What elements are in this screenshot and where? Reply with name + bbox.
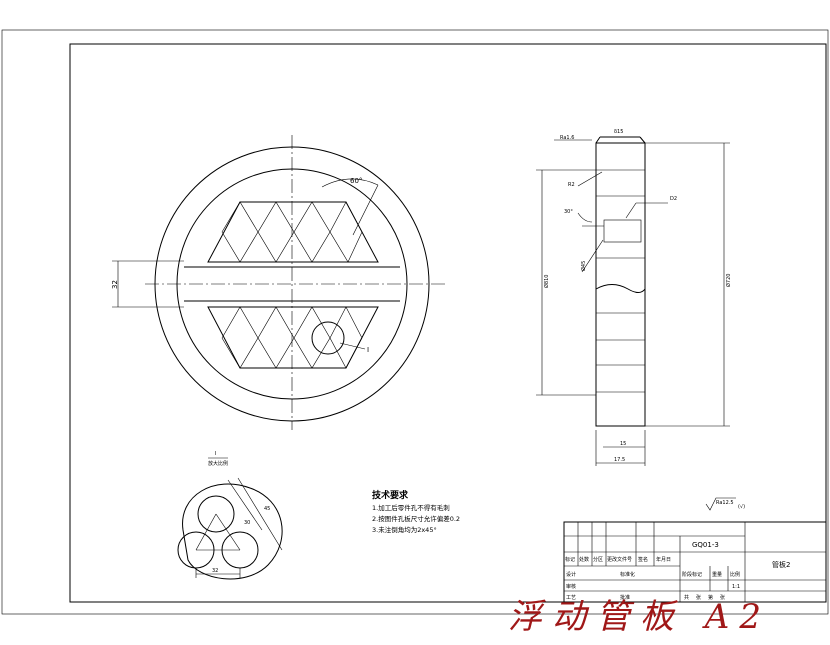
r2-dimension: R2 xyxy=(568,182,575,188)
tech-req-item-3: 3.未注倒角均为2x45° xyxy=(372,525,437,534)
cell-count: 处数 xyxy=(579,556,589,563)
detail-ref-letter: I xyxy=(215,451,216,457)
sheet-total-unit: 张 xyxy=(696,594,701,601)
section-view: δ15 Ra1.6 R2 D2 30° Ø45 Ø810 Ø720 15 17 xyxy=(536,129,732,466)
surface-finish-general: Ra12.5 xyxy=(716,500,734,506)
standardization-label: 标准化 xyxy=(620,571,635,578)
width-175-dimension: 17.5 xyxy=(614,457,625,463)
detail-scale-note: 放大比例 xyxy=(208,460,228,467)
scale-label: 比例 xyxy=(730,571,740,578)
detail-width-32: 32 xyxy=(212,568,218,574)
sheet-total: 共 xyxy=(684,594,689,601)
sheet-index: 第 xyxy=(708,594,713,601)
general-surface-finish: Ra12.5 (√) xyxy=(705,497,745,511)
cell-zone: 分区 xyxy=(593,556,603,563)
part-name: 管板2 xyxy=(772,560,790,569)
tech-req-heading: 技术要求 xyxy=(372,489,409,501)
review-label: 审核 xyxy=(566,583,576,590)
title-block: GQ01-3 管板2 标记 处数 分区 更改文件号 签名 年月日 设计 标准化 … xyxy=(563,521,827,603)
scale-value: 1:1 xyxy=(732,584,740,590)
cell-signature: 签名 xyxy=(638,556,648,563)
detail-view: I 放大比例 32 30 45 xyxy=(177,451,283,580)
cell-mark: 标记 xyxy=(565,556,575,563)
tech-req-item-1: 1.加工后零件孔不得有毛刺 xyxy=(372,503,450,512)
surface-finish-top: Ra1.6 xyxy=(560,135,574,141)
detail-dim-a: 30 xyxy=(244,520,250,526)
stage-label: 阶段标记 xyxy=(682,571,702,578)
inner-diameter-dimension: Ø810 xyxy=(543,275,550,288)
detail-dim-b: 45 xyxy=(264,506,270,512)
angle-60-dimension: 60° xyxy=(350,177,362,185)
outer-border xyxy=(1,29,829,615)
sheet-index-unit: 张 xyxy=(720,594,725,601)
outer-diameter-dimension: Ø720 xyxy=(725,274,732,287)
tech-req-item-2: 2.按图件孔板尺寸允许偏差0.2 xyxy=(372,514,460,523)
designer-label: 设计 xyxy=(566,571,576,578)
surface-finish-suffix: (√) xyxy=(738,504,745,510)
detail-marker-label: I xyxy=(367,346,369,354)
footer-title: 浮动管板 A2 xyxy=(508,597,771,637)
inner-frame xyxy=(69,43,827,603)
weight-label: 重量 xyxy=(712,571,722,578)
technical-requirements: 技术要求 1.加工后零件孔不得有毛刺 2.按图件孔板尺寸允许偏差0.2 3.未注… xyxy=(372,489,460,534)
angle-30-dimension: 30° xyxy=(564,209,573,215)
drawing-number: GQ01-3 xyxy=(692,541,719,549)
cell-change-doc: 更改文件号 xyxy=(607,556,632,563)
process-label: 工艺 xyxy=(566,595,576,601)
d2-dimension: D2 xyxy=(670,196,677,202)
approve-label: 批准 xyxy=(620,594,630,601)
width-32-dimension: 32 xyxy=(111,280,119,289)
front-view: I 60° 32 xyxy=(111,135,445,430)
thickness-dimension: δ15 xyxy=(614,129,623,135)
hole-45-dimension: Ø45 xyxy=(580,261,587,271)
width-15-dimension: 15 xyxy=(620,441,626,447)
detail-marker-circle xyxy=(311,321,345,355)
cell-date: 年月日 xyxy=(656,556,671,563)
